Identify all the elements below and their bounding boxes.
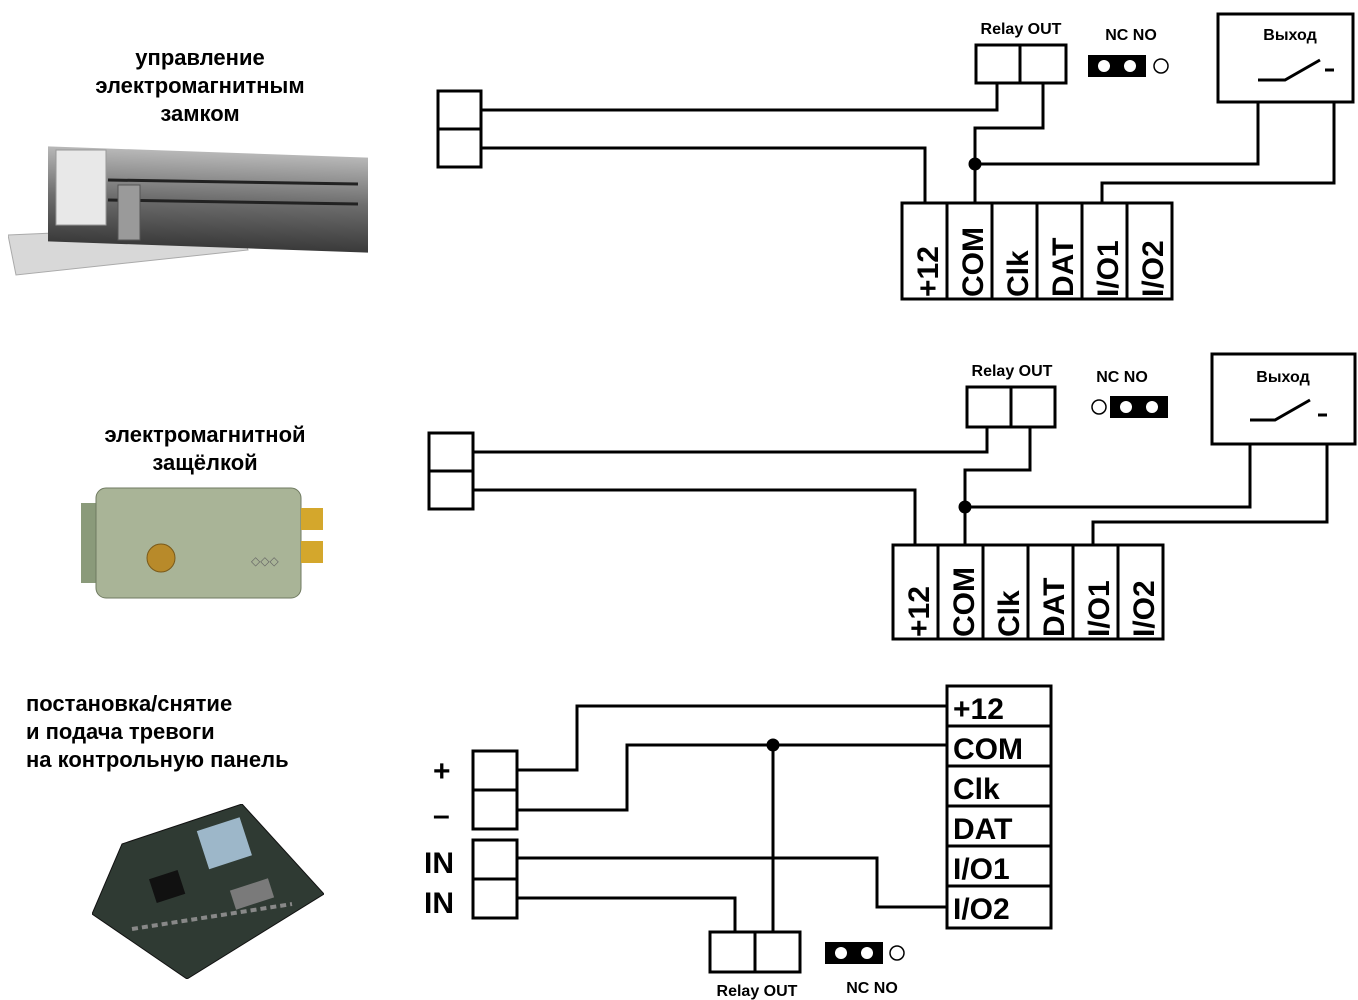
section2-wiring xyxy=(427,352,1357,641)
section3-terminal-io2: I/O2 xyxy=(953,893,1010,926)
section3-wiring xyxy=(471,684,1053,974)
section3-terminal-plus12: +12 xyxy=(953,693,1004,726)
section3-wire-in2 xyxy=(517,896,737,932)
section2-wire-plus12 xyxy=(473,488,917,545)
section3-wire-in1 xyxy=(517,856,947,909)
section2-title-line2: защёлкой xyxy=(152,450,258,475)
section2-wire-exit-a xyxy=(965,420,1252,509)
section1-title-line1: управление xyxy=(135,45,265,70)
section1-jumper xyxy=(1088,55,1169,77)
section3-title-line2: и подача тревоги xyxy=(26,719,215,744)
section2-terminal-clk: Clk xyxy=(993,590,1026,637)
section2-terminal-com: COM xyxy=(948,567,981,637)
section1-terminal-io1: I/O1 xyxy=(1092,240,1125,297)
section3-title-line3: на контрольную панель xyxy=(26,747,289,772)
section3-wire-com xyxy=(517,743,947,812)
section3-terminal-dat: DAT xyxy=(953,813,1012,846)
section3-jumper xyxy=(825,942,905,964)
control-panel-board-photo xyxy=(92,804,324,979)
section1-terminal-clk: Clk xyxy=(1002,250,1035,297)
electromagnetic-latch-photo: ◇◇◇ xyxy=(81,487,323,599)
section1-wiring xyxy=(436,12,1355,301)
section1-title: управление электромагнитным замком xyxy=(40,44,360,128)
section1-wire-relay xyxy=(481,55,999,112)
section1-title-line3: замком xyxy=(160,101,240,126)
section2-terminal-io2: I/O2 xyxy=(1128,580,1161,637)
section3-terminal-clk: Clk xyxy=(953,773,1000,806)
section2-title-line1: электромагнитной xyxy=(104,422,306,447)
section1-exit-button-box xyxy=(1216,12,1355,104)
section1-terminal-dat: DAT xyxy=(1047,238,1080,297)
section3-wire-plus12 xyxy=(517,704,947,772)
section2-exit-button-box xyxy=(1210,352,1357,446)
section1-wire-exit-a xyxy=(975,80,1260,166)
section2-terminal-io1: I/O1 xyxy=(1083,580,1116,637)
section1-exit-switch xyxy=(1258,58,1321,82)
section2-wire-com-relay xyxy=(963,428,1032,545)
section1-terminal-com: COM xyxy=(957,227,990,297)
section1-title-line2: электромагнитным xyxy=(95,73,305,98)
section3-jumper-label: NC NO xyxy=(846,980,898,997)
section1-wire-plus12 xyxy=(481,146,927,203)
section2-relay-label: Relay OUT xyxy=(972,363,1053,380)
section3-terminal-io1: I/O1 xyxy=(953,853,1010,886)
section3-input-minus: – xyxy=(433,799,450,832)
section1-junction xyxy=(968,157,982,171)
section3-input-in1: IN xyxy=(424,847,454,880)
section3-input-plus: + xyxy=(433,755,451,788)
section3-terminal-com: COM xyxy=(953,733,1023,766)
section3-junction xyxy=(766,738,780,752)
section2-wire-relay xyxy=(473,428,989,454)
section1-terminal-io2: I/O2 xyxy=(1137,240,1170,297)
section2-exit-label: Выход xyxy=(1256,369,1309,386)
section3-title: постановка/снятие и подача тревоги на ко… xyxy=(26,690,406,774)
section3-title-line1: постановка/снятие xyxy=(26,691,233,716)
section2-jumper-label: NC NO xyxy=(1096,369,1148,386)
section1-relay-label: Relay OUT xyxy=(981,21,1062,38)
section3-relay-label: Relay OUT xyxy=(717,983,798,1000)
section1-jumper-label: NC NO xyxy=(1105,27,1157,44)
section1-terminal-plus12: +12 xyxy=(912,246,945,297)
section2-title: электромагнитной защёлкой xyxy=(40,421,370,477)
svg-text:◇◇◇: ◇◇◇ xyxy=(251,554,279,568)
section2-exit-switch xyxy=(1250,398,1311,422)
magnetic-lock-photo xyxy=(8,146,368,276)
section1-exit-label: Выход xyxy=(1263,27,1316,44)
section3-input-in2: IN xyxy=(424,887,454,920)
section2-terminal-plus12: +12 xyxy=(903,586,936,637)
section2-junction xyxy=(958,500,972,514)
section2-terminal-dat: DAT xyxy=(1038,578,1071,637)
section2-jumper xyxy=(1091,396,1168,418)
